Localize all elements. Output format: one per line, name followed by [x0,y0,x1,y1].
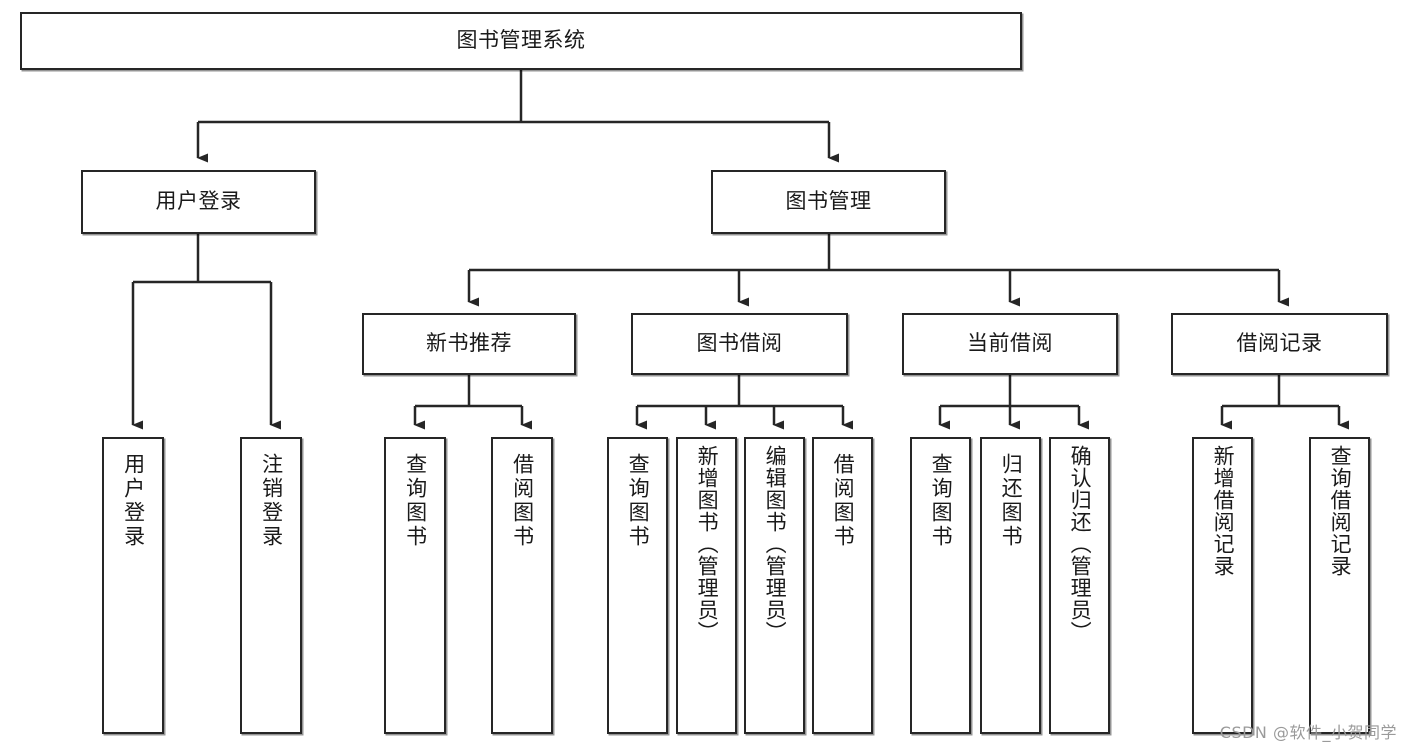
node-leaf-query-book-1-label: 查询图书 [403,453,428,549]
node-leaf-borrow-book-2[interactable]: 借阅图书 [812,437,873,734]
node-user-login-label: 用户登录 [155,189,242,214]
node-leaf-return-book-label: 归还图书 [999,453,1024,549]
node-leaf-edit-book-label: 编辑图书（管理员） [763,445,788,643]
node-leaf-query-record-label: 查询借阅记录 [1328,445,1353,577]
node-leaf-confirm-return-label: 确认归还（管理员） [1068,445,1093,643]
node-leaf-add-book-label: 新增图书（管理员） [695,445,720,643]
node-leaf-query-book-2-label: 查询图书 [626,453,651,549]
node-leaf-user-login-label: 用户登录 [121,453,146,549]
node-leaf-logout-login-label: 注销登录 [259,453,284,549]
node-leaf-return-book[interactable]: 归还图书 [980,437,1041,734]
node-leaf-query-book-1[interactable]: 查询图书 [384,437,446,734]
node-user-login[interactable]: 用户登录 [81,170,316,234]
node-leaf-add-record-label: 新增借阅记录 [1211,445,1236,577]
node-book-management-label: 图书管理 [785,189,872,214]
node-leaf-borrow-book-1-label: 借阅图书 [510,453,535,549]
node-book-borrow-label: 图书借阅 [696,331,783,356]
node-current-borrow-label: 当前借阅 [967,331,1053,356]
node-borrow-record-label: 借阅记录 [1236,331,1323,356]
node-new-book-recommend[interactable]: 新书推荐 [362,313,576,375]
node-leaf-borrow-book-2-label: 借阅图书 [831,453,856,549]
node-book-management[interactable]: 图书管理 [711,170,946,234]
node-leaf-query-book-3[interactable]: 查询图书 [910,437,971,734]
csdn-watermark: CSDN @软件_小贺同学 [1219,723,1397,742]
node-root-label: 图书管理系统 [456,28,586,53]
node-leaf-query-book-3-label: 查询图书 [929,453,954,549]
node-leaf-user-login[interactable]: 用户登录 [102,437,164,734]
node-current-borrow[interactable]: 当前借阅 [902,313,1118,375]
node-leaf-logout-login[interactable]: 注销登录 [240,437,302,734]
node-leaf-query-record[interactable]: 查询借阅记录 [1309,437,1370,734]
node-leaf-add-book[interactable]: 新增图书（管理员） [676,437,737,734]
node-new-book-recommend-label: 新书推荐 [426,331,512,356]
node-borrow-record[interactable]: 借阅记录 [1171,313,1388,375]
node-leaf-query-book-2[interactable]: 查询图书 [607,437,668,734]
node-root[interactable]: 图书管理系统 [20,12,1022,70]
node-book-borrow[interactable]: 图书借阅 [631,313,848,375]
node-leaf-borrow-book-1[interactable]: 借阅图书 [491,437,553,734]
node-leaf-confirm-return[interactable]: 确认归还（管理员） [1049,437,1110,734]
node-leaf-edit-book[interactable]: 编辑图书（管理员） [744,437,805,734]
node-leaf-add-record[interactable]: 新增借阅记录 [1192,437,1253,734]
